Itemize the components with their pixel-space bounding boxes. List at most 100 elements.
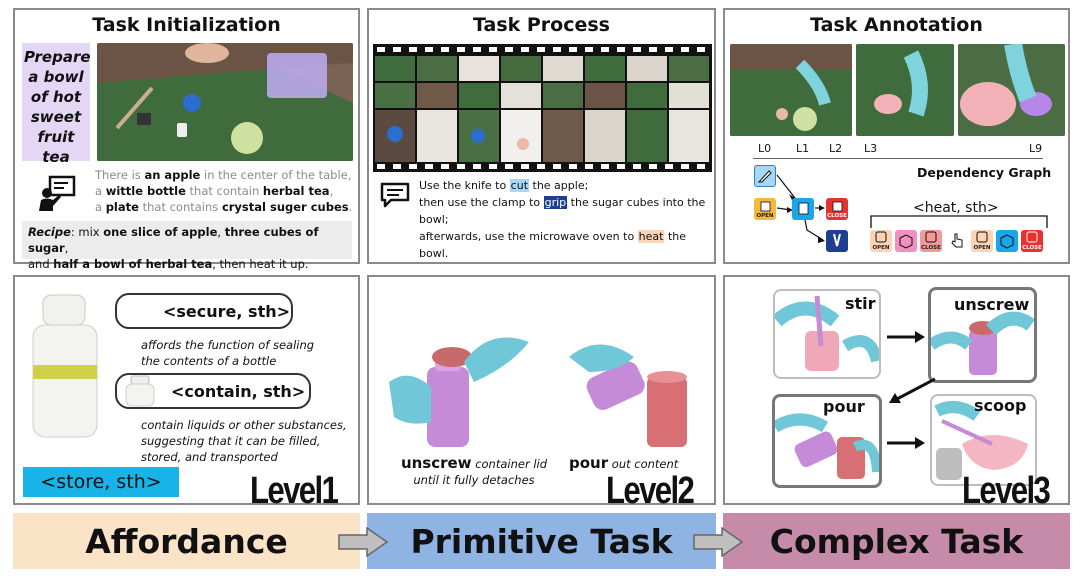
task-process-title: Task Process — [472, 14, 610, 36]
scene-object: plate — [105, 200, 139, 214]
scoop-tile — [930, 394, 1037, 486]
complex-task-banner: Complex Task — [723, 513, 1070, 569]
scene-description: There is an apple in the center of the t… — [95, 167, 357, 215]
scene-text: There is — [95, 168, 145, 182]
desc-line: stored, and transported — [141, 450, 278, 464]
scene-description-icon — [37, 173, 77, 213]
scene-text: a — [95, 200, 106, 214]
open-microwave-node-2: OPEN — [971, 230, 993, 252]
task-goal-line: fruit tea — [37, 128, 75, 166]
desc-line: contain liquids or other substances, — [141, 418, 347, 432]
desc-line: affords the function of sealing — [141, 338, 315, 352]
task-goal-line: of hot — [30, 88, 82, 106]
take-out-node — [996, 230, 1018, 252]
close-microwave-node-2: CLOSE — [1021, 230, 1043, 252]
recipe-ingredient: one slice of apple — [103, 225, 218, 239]
recipe-text: , then heat it up. — [212, 257, 309, 271]
arrow-to-primitive-icon — [337, 526, 389, 558]
heat-task-label: <heat, sth> — [913, 200, 999, 216]
recipe-ingredient: half a bowl of herbal tea — [53, 257, 213, 271]
stir-label: stir — [845, 294, 876, 313]
primitive-task-banner: Primitive Task — [367, 513, 716, 569]
unscrew-label: unscrew — [954, 295, 1030, 314]
level-label: L0 — [758, 142, 772, 155]
affordance-banner-text: Affordance — [85, 521, 288, 561]
scene-text: in the center of the table, — [200, 168, 352, 182]
recipe-label: Recipe — [28, 225, 71, 239]
instruction-text: then use the clamp to — [419, 196, 544, 209]
bottle-image — [25, 287, 105, 447]
instruction-text: the sugar cubes into the bowl; — [419, 196, 706, 226]
action-heat: heat — [637, 230, 665, 243]
task-goal-line: Prepare — [24, 48, 91, 66]
recipe-text: and — [28, 257, 54, 271]
level-label: L9 — [1029, 142, 1043, 155]
pour-tile — [771, 394, 882, 488]
initial-scene-photo — [97, 43, 353, 161]
task-annotation-title: Task Annotation — [810, 14, 983, 36]
task-annotation-panel: Task Annotation L0 L1 L2 L3 L9 Dependenc… — [723, 8, 1070, 264]
arrow-to-complex-icon — [692, 526, 744, 558]
scene-text: , — [329, 184, 334, 198]
scene-text: that contains — [138, 200, 222, 214]
process-instructions: Use the knife to cut the apple; then use… — [419, 177, 714, 262]
recipe-text: : mix — [70, 225, 104, 239]
unscrew-caption: unscrew container lid until it fully det… — [389, 455, 559, 488]
unscrew-text-2: until it fully detaches — [413, 473, 535, 487]
contain-description: contain liquids or other substances, sug… — [141, 417, 356, 465]
pour-caption: pour out content — [569, 455, 709, 472]
instruction-text: afterwards, use the microwave oven to — [419, 230, 638, 243]
store-label-text: <store, sth> — [40, 471, 162, 493]
press-node — [946, 230, 968, 252]
task-goal-line: sweet — [30, 108, 82, 126]
task-goal-line: a bowl — [28, 68, 84, 86]
pour-word: pour — [569, 454, 609, 472]
level-axis — [753, 158, 1043, 159]
film-strip — [373, 44, 712, 172]
pour-illustration — [559, 337, 699, 452]
action-grip: grip — [543, 196, 568, 209]
level-label: L2 — [829, 142, 843, 155]
complex-task-panel: stir unscrew pour scoop Level3 — [723, 275, 1070, 512]
task-initialization-panel: Task Initialization Prepare a bowl of ho… — [13, 8, 360, 271]
node-close-label: CLOSE — [1022, 245, 1042, 251]
scene-text: . — [348, 200, 353, 214]
desc-line: the contents of a bottle — [141, 354, 277, 368]
primitive-task-banner-text: Primitive Task — [410, 521, 673, 561]
scene-object: herbal tea — [262, 184, 330, 198]
unscrew-text: container lid — [471, 457, 548, 471]
complex-task-banner-text: Complex Task — [769, 521, 1024, 561]
knife-node — [754, 165, 776, 187]
node-open-label: OPEN — [872, 245, 890, 251]
contain-label-text: <contain, sth> — [171, 381, 306, 401]
level-label: L1 — [796, 142, 810, 155]
task-goal-box: Prepare a bowl of hot sweet fruit tea — [22, 43, 91, 166]
scene-object: wittle bottle — [105, 184, 186, 198]
affordance-banner: Affordance — [13, 513, 360, 569]
task-process-panel: Task Process Use the knife to cut the ap… — [367, 8, 716, 264]
scoop-label: scoop — [974, 396, 1027, 415]
instruction-text: Use the knife to — [419, 179, 510, 192]
scene-text: that contain — [185, 184, 263, 198]
primitive-task-panel: unscrew container lid until it fully det… — [367, 275, 716, 512]
task-initialization-title: Task Initialization — [92, 14, 281, 36]
annotation-photo-2 — [856, 44, 954, 136]
store-affordance-label: <store, sth> — [23, 467, 179, 497]
scene-object: an apple — [144, 168, 201, 182]
secure-description: affords the function of sealing the cont… — [141, 337, 356, 369]
action-cut: cut — [509, 179, 530, 192]
level2-label: Level2 — [606, 470, 695, 512]
dependency-graph-title: Dependency Graph — [917, 165, 1052, 180]
node-close-label: CLOSE — [827, 213, 847, 219]
scene-text: a — [95, 184, 106, 198]
instruction-text: the bowl. — [419, 230, 687, 260]
contain-bottle-image — [122, 374, 158, 408]
pour-label: pour — [823, 397, 865, 416]
node-open-label: OPEN — [756, 213, 774, 219]
complex-flow-arrows — [887, 331, 936, 449]
unscrew-tile — [927, 287, 1037, 383]
unscrew-word: unscrew — [400, 454, 472, 472]
clamp-node — [826, 230, 848, 252]
level3-label: Level3 — [962, 470, 1051, 512]
recipe-ingredient: three cubes of sugar — [28, 225, 319, 255]
